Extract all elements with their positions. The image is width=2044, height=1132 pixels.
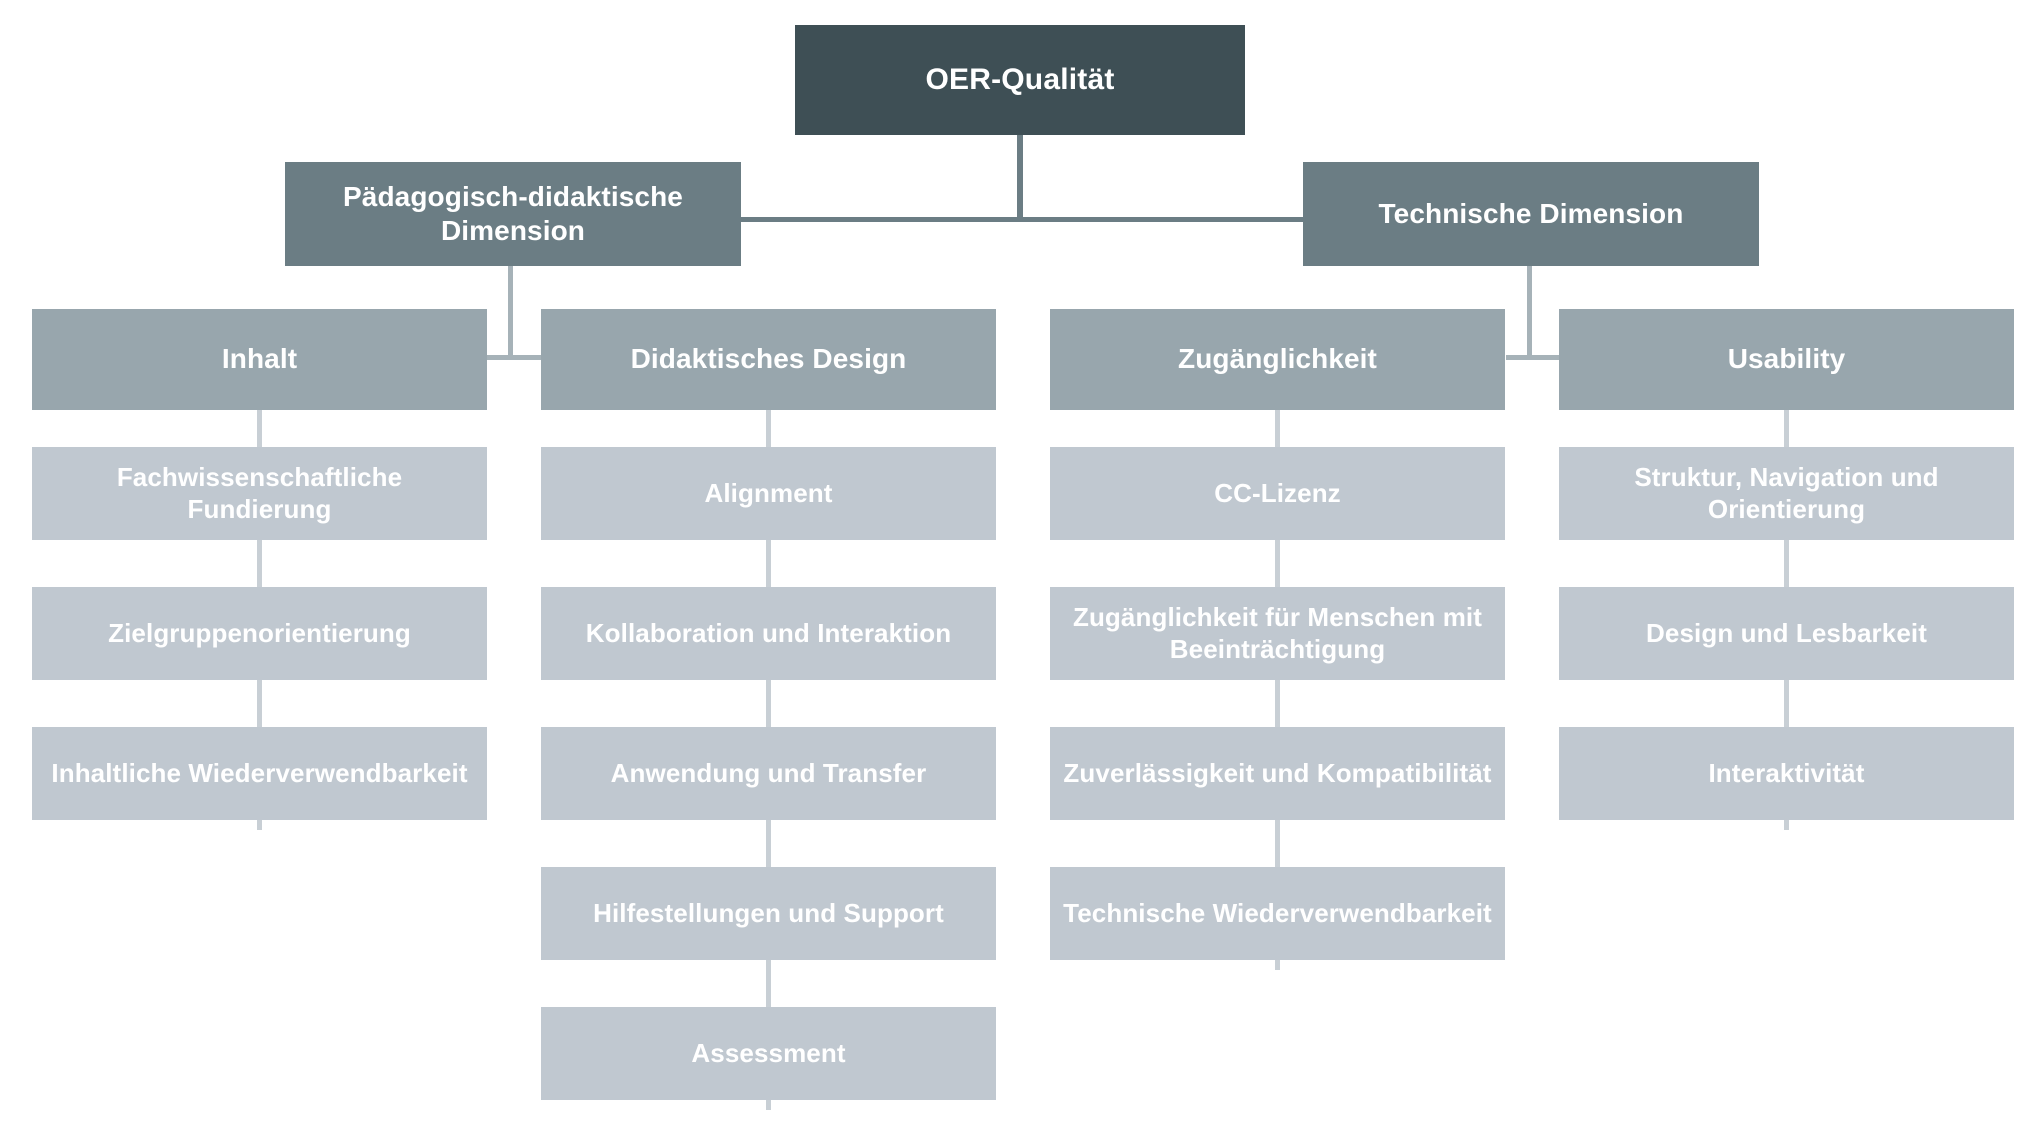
node-label: Zugänglichkeit für Menschen mit Beeinträ…	[1072, 601, 1483, 664]
node-label: Design und Lesbarkeit	[1646, 617, 1927, 648]
node-alignment[interactable]: Alignment	[541, 447, 996, 540]
node-technische-wiederverwendbarkeit[interactable]: Technische Wiederverwendbarkeit	[1050, 867, 1505, 960]
node-usability[interactable]: Usability	[1559, 309, 2014, 410]
node-label: Zielgruppenorientierung	[108, 617, 411, 648]
node-inhaltliche-wiederverwendbarkeit[interactable]: Inhaltliche Wiederverwendbarkeit	[32, 727, 487, 820]
node-label: Zuverlässigkeit und Kompatibilität	[1063, 757, 1492, 788]
node-label: Interaktivität	[1708, 757, 1865, 788]
node-label: Zugänglichkeit	[1178, 343, 1377, 375]
node-label: CC-Lizenz	[1214, 477, 1341, 508]
node-label: Fachwissenschaftliche Fundierung	[116, 461, 403, 524]
connector-technical-crossbar	[1506, 355, 1560, 360]
node-label: Usability	[1727, 343, 1846, 375]
node-label: Inhalt	[221, 343, 298, 375]
node-label: Anwendung und Transfer	[610, 757, 927, 788]
node-technische-dimension[interactable]: Technische Dimension	[1303, 162, 1759, 266]
node-fachwissenschaftliche-fundierung[interactable]: Fachwissenschaftliche Fundierung	[32, 447, 487, 540]
node-label: Kollaboration und Interaktion	[585, 617, 952, 648]
node-inhalt[interactable]: Inhalt	[32, 309, 487, 410]
node-label: Technische Wiederverwendbarkeit	[1063, 897, 1492, 928]
node-label: Technische Dimension	[1378, 197, 1684, 229]
node-label: Assessment	[691, 1037, 846, 1068]
node-label: Alignment	[704, 477, 833, 508]
node-zielgruppenorientierung[interactable]: Zielgruppenorientierung	[32, 587, 487, 680]
node-label: OER-Qualität	[925, 62, 1115, 96]
node-label: Didaktisches Design	[630, 343, 907, 375]
node-label: Hilfestellungen und Support	[593, 897, 944, 928]
node-assessment[interactable]: Assessment	[541, 1007, 996, 1100]
node-hilfestellungen-und-support[interactable]: Hilfestellungen und Support	[541, 867, 996, 960]
node-zugaenglichkeit[interactable]: Zugänglichkeit	[1050, 309, 1505, 410]
node-zuverlaessigkeit-und-kompatibilitaet[interactable]: Zuverlässigkeit und Kompatibilität	[1050, 727, 1505, 820]
connector-root-trunk	[1017, 135, 1023, 221]
node-design-und-lesbarkeit[interactable]: Design und Lesbarkeit	[1559, 587, 2014, 680]
node-struktur-navigation-und-orientierung[interactable]: Struktur, Navigation und Orientierung	[1559, 447, 2014, 540]
connector-dimension-spine	[741, 217, 1303, 222]
connector-pedagogic-crossbar	[487, 355, 541, 360]
node-kollaboration-und-interaktion[interactable]: Kollaboration und Interaktion	[541, 587, 996, 680]
node-cc-lizenz[interactable]: CC-Lizenz	[1050, 447, 1505, 540]
node-paedagogisch-didaktische-dimension[interactable]: Pädagogisch-didaktische Dimension	[285, 162, 741, 266]
node-interaktivitaet[interactable]: Interaktivität	[1559, 727, 2014, 820]
node-label: Inhaltliche Wiederverwendbarkeit	[51, 757, 468, 788]
node-anwendung-und-transfer[interactable]: Anwendung und Transfer	[541, 727, 996, 820]
node-label: Struktur, Navigation und Orientierung	[1634, 461, 1939, 524]
connector-technical-trunk	[1527, 266, 1532, 359]
node-didaktisches-design[interactable]: Didaktisches Design	[541, 309, 996, 410]
connector-column-zugaenglichkeit	[1275, 410, 1280, 970]
node-label: Pädagogisch-didaktische Dimension	[343, 180, 683, 246]
node-zugaenglichkeit-fuer-menschen-mit-beeintraechtigung[interactable]: Zugänglichkeit für Menschen mit Beeinträ…	[1050, 587, 1505, 680]
connector-pedagogic-trunk	[508, 266, 513, 359]
node-oer-qualitaet[interactable]: OER-Qualität	[795, 25, 1245, 135]
